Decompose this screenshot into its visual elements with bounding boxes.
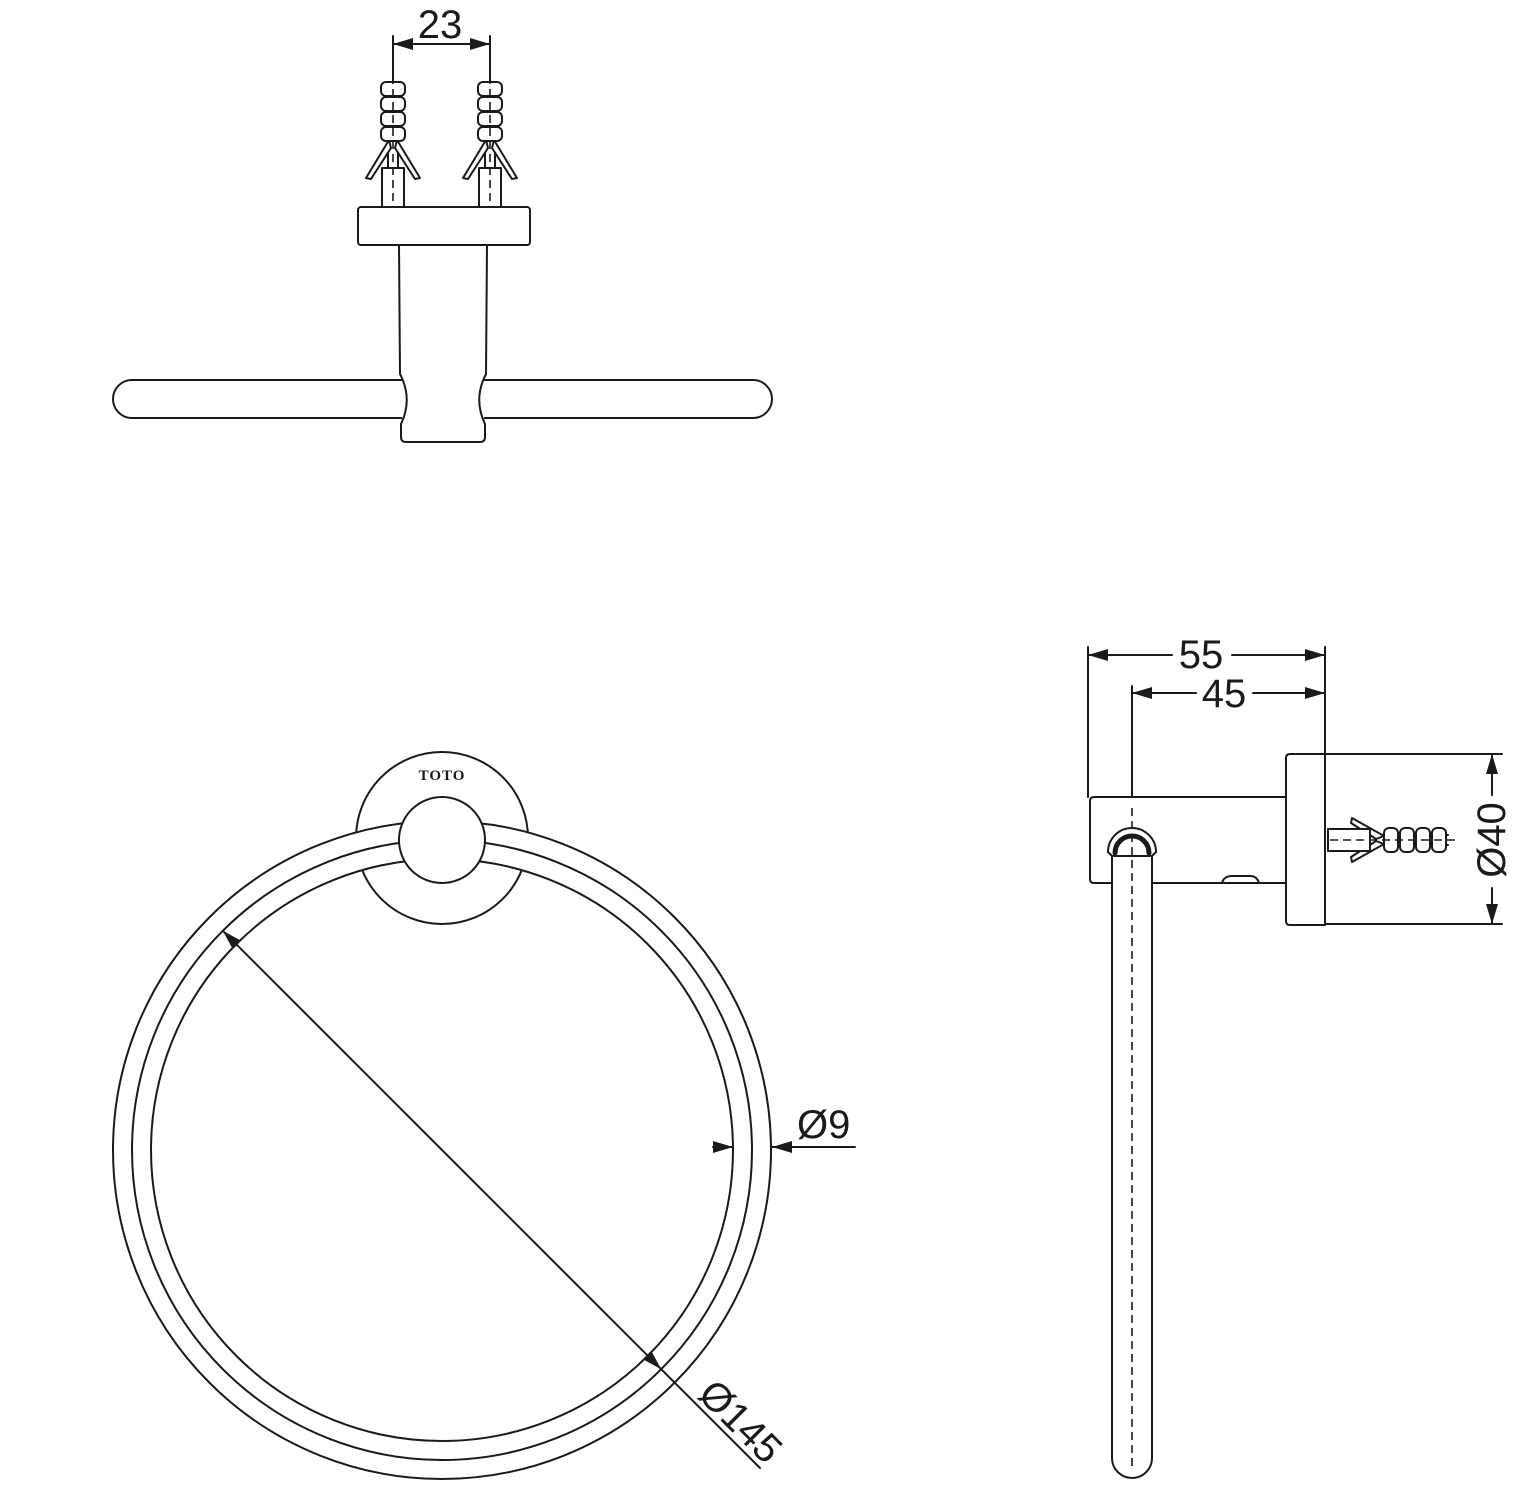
top-view: 23 bbox=[112, 3, 773, 443]
arrowhead-top bbox=[1486, 754, 1498, 774]
ring-bar-left bbox=[112, 379, 402, 419]
wall-anchor-right bbox=[462, 76, 518, 208]
dimension-text-45: 45 bbox=[1202, 672, 1247, 716]
dimension-overall-depth: 55 bbox=[1087, 633, 1326, 798]
arrowhead-bottom bbox=[1486, 904, 1498, 924]
anchor-wing-left bbox=[365, 139, 392, 180]
dimension-text-flange-diameter: Ø40 bbox=[1470, 802, 1514, 878]
wall-flange-top bbox=[357, 206, 531, 246]
dimension-text-tube-diameter: Ø9 bbox=[797, 1103, 850, 1147]
dimension-text-23: 23 bbox=[418, 3, 463, 47]
arrowhead-outer bbox=[772, 1141, 792, 1153]
dimension-anchor-spacing: 23 bbox=[392, 3, 491, 83]
arrowhead-inner bbox=[713, 1141, 733, 1153]
arrowhead-right bbox=[1305, 687, 1325, 699]
arrowhead-upper bbox=[222, 930, 242, 950]
arrowhead-lower bbox=[642, 1350, 662, 1370]
anchor-wing-right bbox=[394, 139, 421, 180]
dimension-line-diagonal bbox=[221, 929, 761, 1469]
post-set-screw-notch bbox=[1221, 875, 1260, 884]
dimension-flange-diameter: Ø40 bbox=[1324, 753, 1514, 925]
toto-logo: TOTO bbox=[419, 768, 466, 784]
side-view: 55 45 bbox=[1087, 633, 1514, 1479]
front-view: TOTO Ø145 Ø9 bbox=[112, 751, 856, 1480]
arrowhead-left bbox=[393, 38, 413, 50]
dimension-text-ring-diameter: Ø145 bbox=[690, 1372, 790, 1472]
wall-flange-side bbox=[1285, 753, 1326, 926]
post-front bbox=[398, 796, 486, 884]
wall-anchor-side bbox=[1327, 817, 1455, 863]
ring-tube-end-cap bbox=[1107, 827, 1157, 857]
anchor-wing-right bbox=[491, 139, 518, 180]
arrowhead-right bbox=[470, 38, 490, 50]
towel-ring-tube bbox=[112, 820, 772, 1480]
arrowhead-left bbox=[1132, 687, 1152, 699]
dimension-text-55: 55 bbox=[1179, 633, 1224, 677]
dimension-tube-diameter: Ø9 bbox=[712, 1103, 856, 1153]
wall-anchor-left bbox=[365, 76, 421, 208]
post-top bbox=[398, 244, 488, 443]
arrowhead-right bbox=[1305, 649, 1325, 661]
dimension-ring-offset: 45 bbox=[1131, 672, 1326, 809]
ring-bar-right bbox=[484, 379, 773, 419]
anchor-wing-left bbox=[462, 139, 489, 180]
arrowhead-left bbox=[1088, 649, 1108, 661]
